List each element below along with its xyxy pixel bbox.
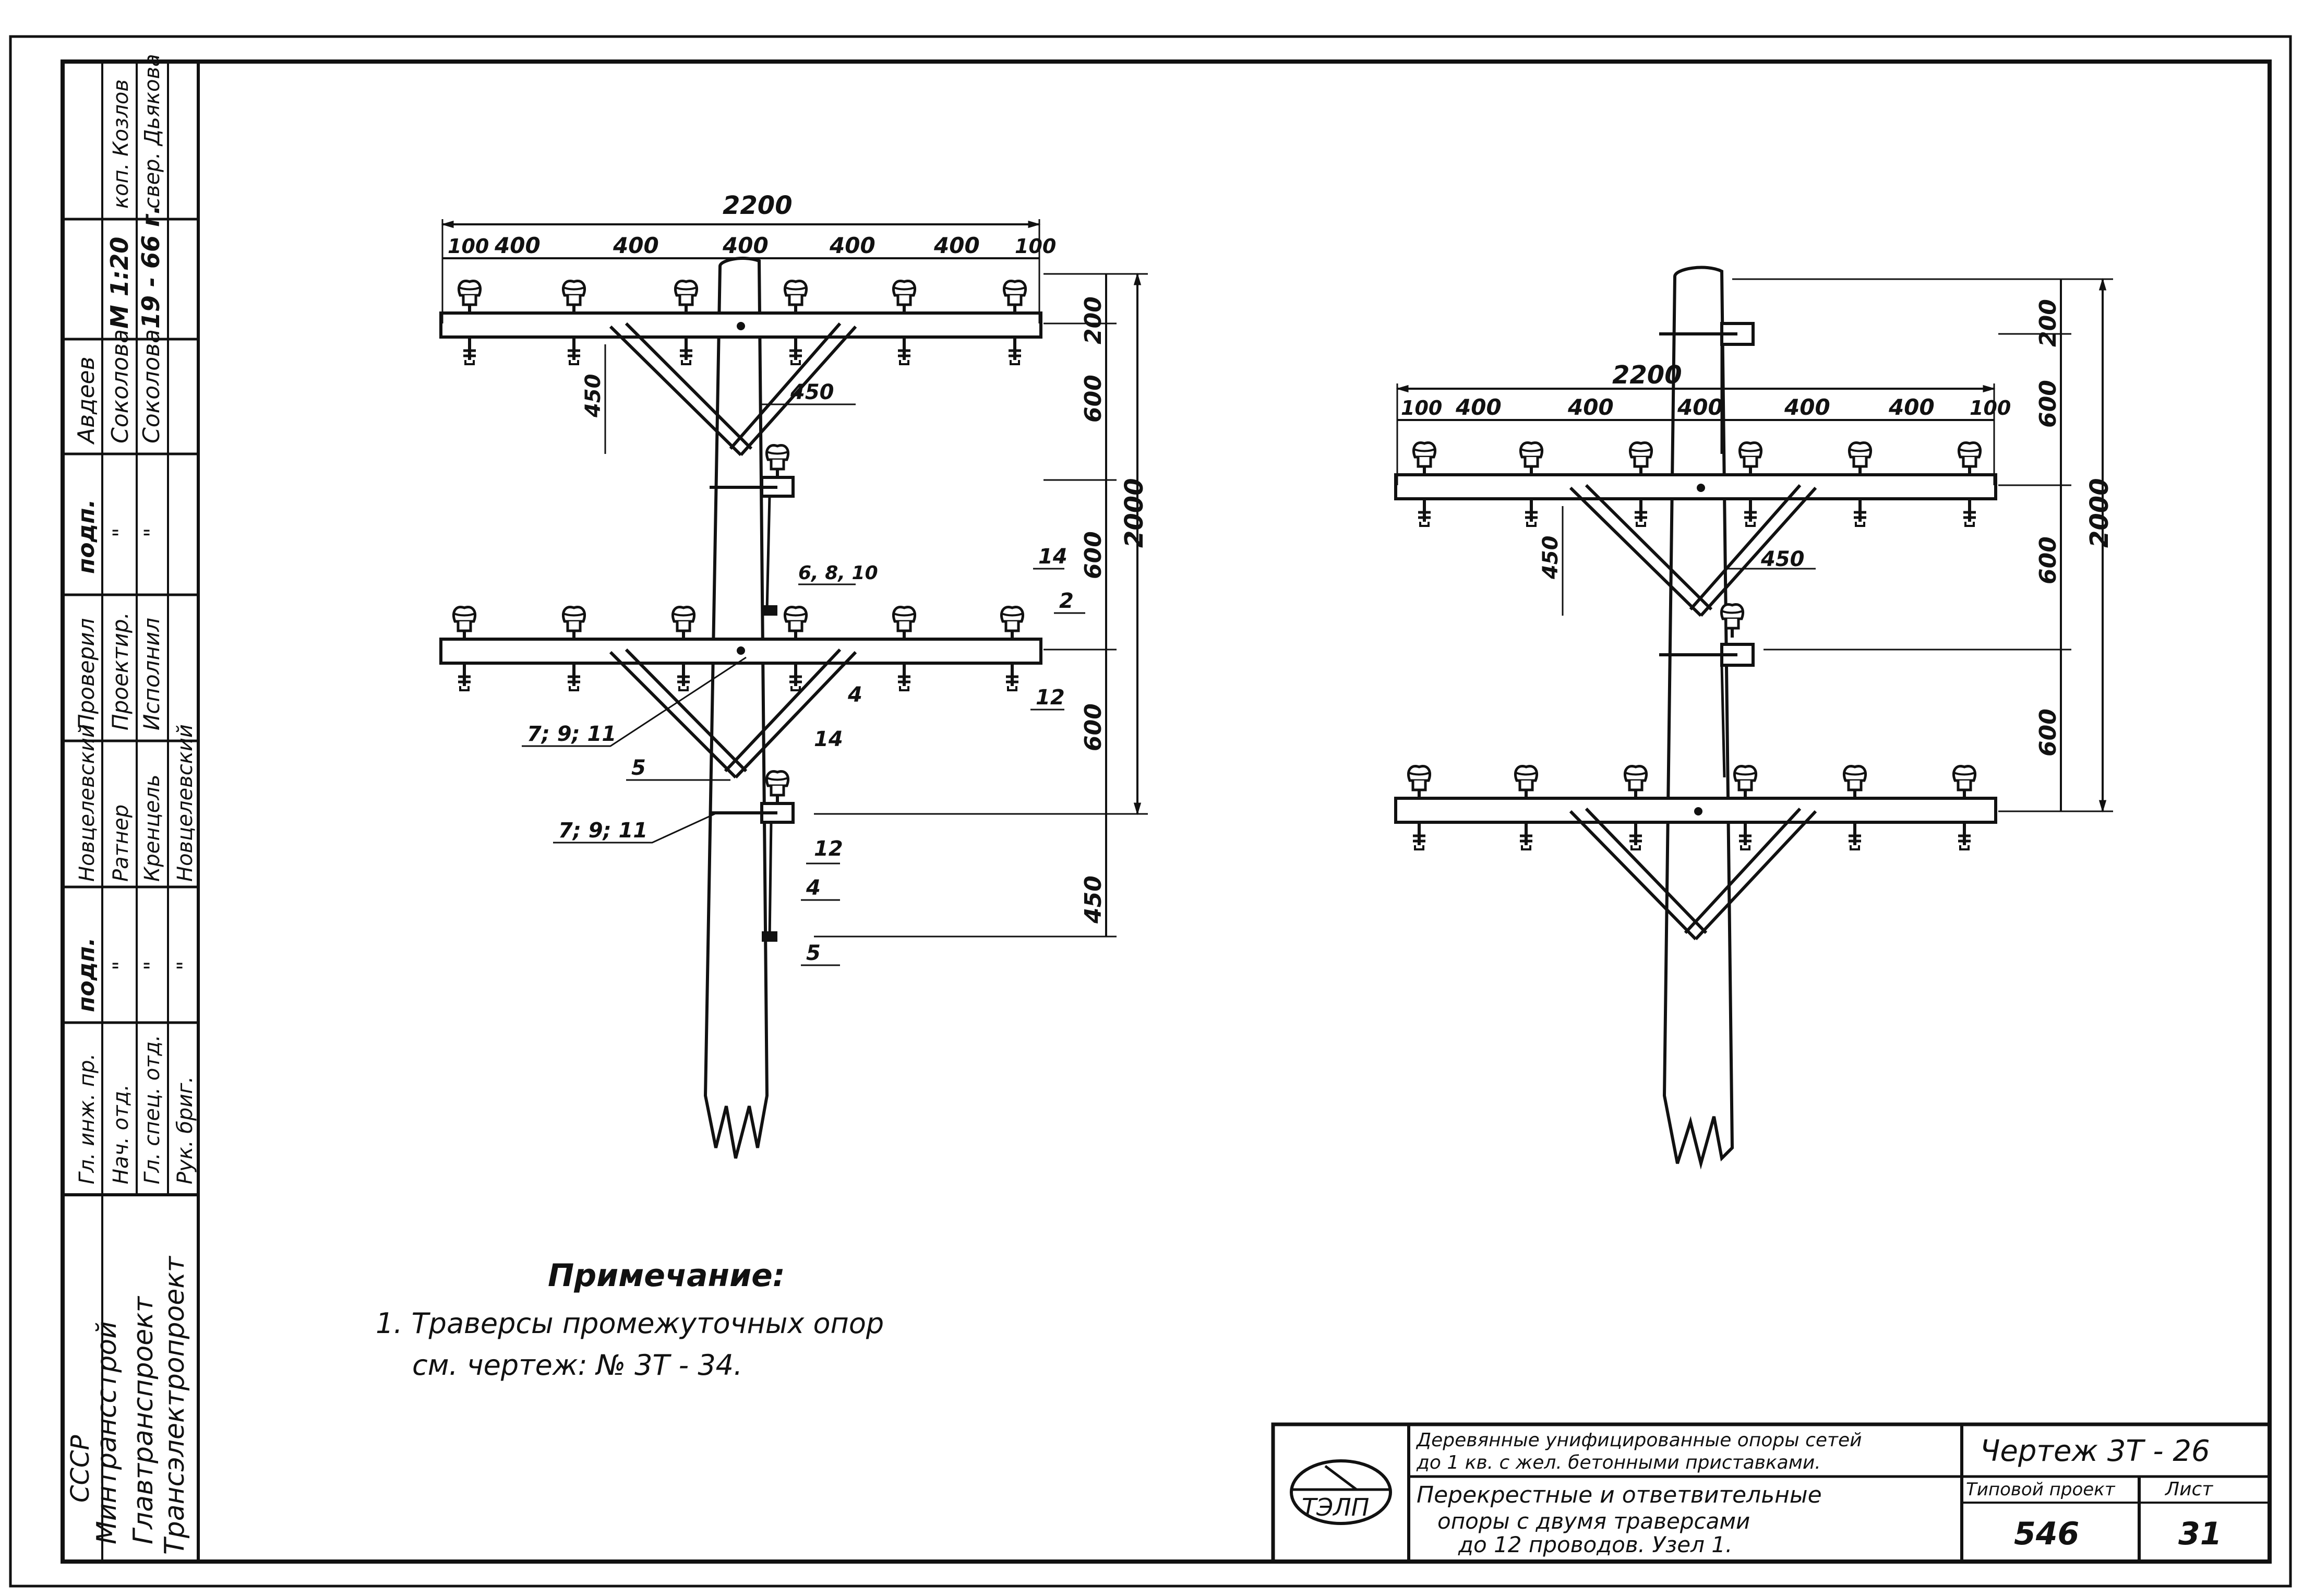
left-vdim-200: 200	[1080, 296, 1107, 344]
left-brace-dim-1: 450	[790, 380, 834, 404]
right-vdim-600b: 600	[2035, 536, 2061, 584]
title-line-b2: опоры с двумя траверсами	[1437, 1508, 1750, 1534]
project-number: 546	[2014, 1516, 2079, 1552]
stamp-name-3: Новцелевский	[173, 724, 197, 882]
stamp-role-1: Нач. отд.	[109, 1084, 133, 1184]
stamp-author-header: Авдеев	[73, 356, 100, 445]
stamp-sign-val-1: "	[140, 528, 164, 537]
right-seg-1: 400	[1455, 394, 1502, 420]
left-seg-6: 100	[1015, 235, 1056, 258]
right-seg-0: 100	[1401, 397, 1442, 419]
stamp-org-transelectro: Трансэлектропроект	[159, 1255, 190, 1555]
left-callout-14a: 14	[1038, 545, 1067, 569]
left-callout-4a: 4	[847, 683, 862, 707]
right-seg-4: 400	[1784, 394, 1830, 420]
left-callout-12a: 12	[1036, 686, 1065, 710]
left-vdim-600a: 600	[1080, 375, 1107, 423]
stamp-copy-0: коп. Козлов	[109, 79, 133, 209]
title-line-a2: до 1 кв. с жел. бетонными приставками.	[1416, 1452, 1821, 1473]
right-brace-dim-0: 450	[1539, 536, 1563, 580]
title-block: ТЭЛП Деревянные унифицированные опоры се…	[1271, 1422, 2272, 1564]
stamp-checked-1: Исполнил	[139, 618, 164, 730]
note-heading: Примечание:	[548, 1257, 785, 1294]
left-seg-2: 400	[613, 233, 659, 258]
stamp-org-ussr: СССР	[66, 1435, 95, 1503]
outer-frame	[9, 35, 2292, 1588]
stamp-sign-header-2: подп.	[73, 499, 100, 574]
left-seg-0: 100	[448, 235, 489, 258]
left-callout-2: 2	[1059, 589, 1074, 613]
stamp-scale: М 1:20	[105, 237, 134, 329]
left-seg-5: 400	[933, 233, 980, 258]
sheet-number: 31	[2178, 1516, 2222, 1552]
right-total-height: 2000	[2085, 478, 2114, 548]
left-callout-5b: 5	[806, 941, 821, 965]
stamp-sign-header: подп.	[73, 938, 100, 1012]
left-pole-drawing: 2200 100 400 400 400 400 400 100 200 600…	[439, 191, 1149, 1159]
stamp-name-0: Новцелевский	[75, 724, 99, 882]
left-callout-6-8-10: 6, 8, 10	[798, 562, 878, 584]
left-vdim-450: 450	[1080, 875, 1107, 924]
stamp-sign-3: "	[173, 961, 197, 970]
right-brace-dim-1: 450	[1760, 547, 1805, 571]
telp-logo: ТЭЛП	[1290, 1459, 1392, 1525]
stamp-org-glavtrans: Главтранспроект	[128, 1295, 159, 1544]
right-seg-5: 400	[1888, 394, 1935, 420]
stamp-year: 19 - 66 г.	[137, 205, 165, 329]
right-seg-3: 400	[1677, 394, 1723, 420]
left-callout-7-9-11b: 7; 9; 11	[558, 819, 647, 843]
right-vdim-600a: 600	[2035, 380, 2061, 428]
left-callout-7-9-11a: 7; 9; 11	[527, 722, 616, 746]
stamp-sign-1: "	[109, 961, 133, 970]
note-block: Примечание: 1. Траверсы промежуточных оп…	[376, 1257, 884, 1382]
right-total-width: 2200	[1612, 361, 1682, 390]
left-callout-14b: 14	[814, 727, 843, 751]
note-line-1: 1. Траверсы промежуточных опор	[376, 1307, 884, 1340]
typical-project-label: Типовой проект	[1966, 1479, 2116, 1500]
stamp-role-3: Рук. бриг.	[173, 1076, 197, 1184]
left-seg-1: 400	[494, 233, 541, 258]
title-line-b1: Перекрестные и ответвительные	[1417, 1482, 1822, 1508]
stamp-role-2: Гл. спец. отд.	[140, 1035, 164, 1184]
note-line-2: см. чертеж: № 3Т - 34.	[412, 1349, 742, 1382]
left-callout-5a: 5	[631, 756, 646, 780]
left-pole	[703, 256, 769, 1159]
stamp-sign-val-0: "	[109, 528, 133, 537]
title-line-a1: Деревянные унифицированные опоры сетей	[1416, 1430, 1862, 1451]
right-vdim-600c: 600	[2035, 709, 2061, 757]
stamp-checked-header: Проверил	[74, 618, 99, 730]
left-seg-3: 400	[722, 233, 769, 258]
right-vdim-200: 200	[2035, 299, 2061, 347]
stamp-copy-1: свер. Дьякова	[140, 54, 164, 209]
logo-text: ТЭЛП	[1302, 1493, 1369, 1521]
title-line-b3: до 12 проводов. Узел 1.	[1458, 1532, 1732, 1557]
sheet-label: Лист	[2164, 1479, 2213, 1500]
stamp-checked-0: Проектир.	[107, 612, 133, 730]
right-upper-crossarm	[1394, 473, 1997, 500]
stamp-author-1: Соколова	[138, 329, 165, 443]
left-stamp: СССР Минтрансстрой Главтранспроект Транс…	[63, 54, 200, 1562]
stamp-name-1: Ратнер	[109, 805, 133, 882]
left-seg-4: 400	[829, 233, 875, 258]
right-seg-6: 100	[1970, 397, 2011, 419]
stamp-org-ministry: Минтрансстрой	[91, 1321, 123, 1544]
right-pole-drawing: 2200 100 400 400 400 400 400 100 200 600…	[1394, 266, 2114, 1170]
left-vdim-600c: 600	[1080, 703, 1107, 751]
left-total-height: 2000	[1120, 478, 1149, 548]
right-seg-2: 400	[1567, 394, 1614, 420]
stamp-sign-2: "	[140, 961, 164, 970]
left-total-width: 2200	[723, 191, 793, 220]
left-vdim-600b: 600	[1080, 531, 1107, 579]
left-brace-dim-0: 450	[581, 374, 605, 418]
left-callout-12b: 12	[814, 837, 843, 861]
left-callout-4b: 4	[806, 876, 821, 900]
stamp-role-0: Гл. инж. пр.	[75, 1053, 99, 1184]
stamp-name-2: Кренцель	[140, 774, 164, 882]
drawing-number: Чертеж 3Т - 26	[1980, 1434, 2210, 1468]
stamp-author-0: Соколова	[107, 329, 134, 443]
inner-frame	[61, 59, 2272, 1564]
